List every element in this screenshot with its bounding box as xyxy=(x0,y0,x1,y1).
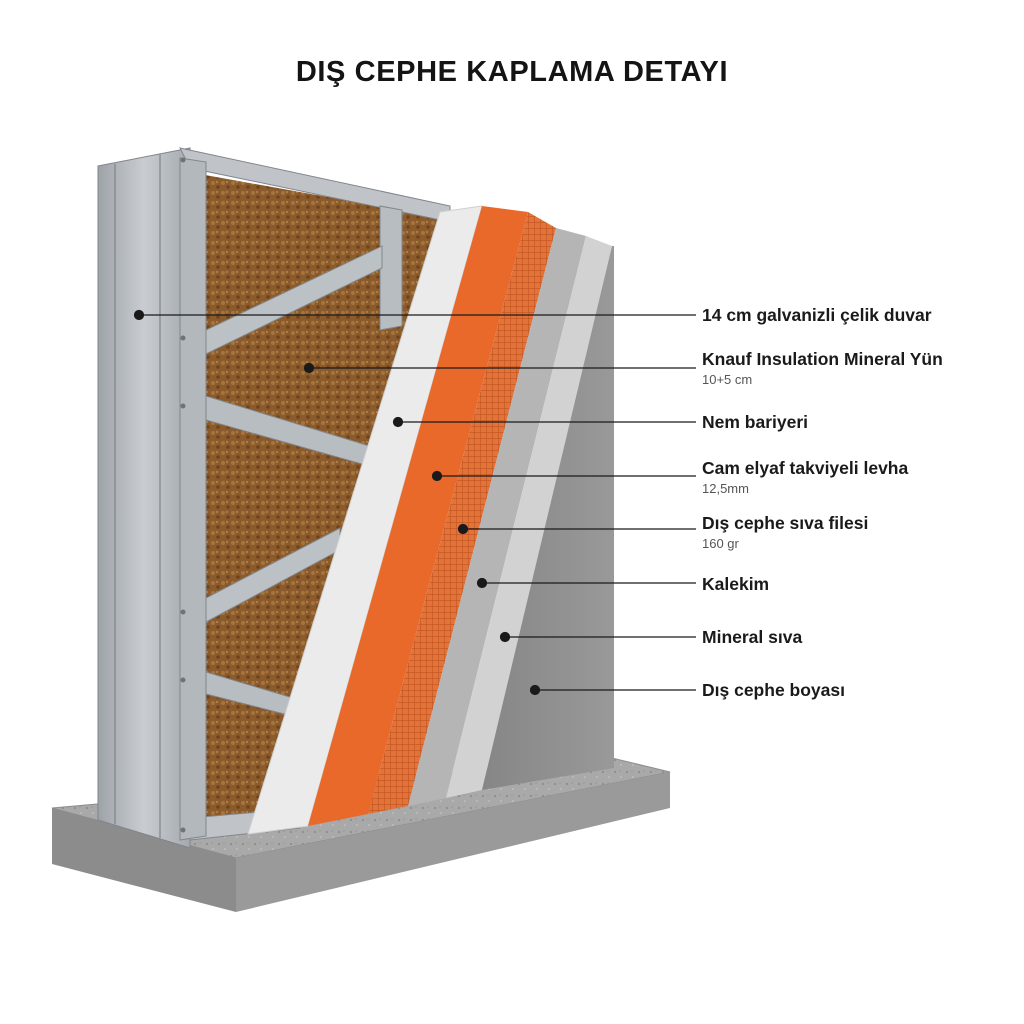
steel-right-stud xyxy=(379,205,403,331)
layer-label-paint: Dış cephe boyası xyxy=(702,680,845,700)
insulation-panel xyxy=(205,175,445,826)
base-slab-side xyxy=(52,808,236,912)
layer-board xyxy=(308,206,528,826)
steel-wall-edge xyxy=(97,147,191,849)
page-title: DIŞ CEPHE KAPLAMA DETAYI xyxy=(295,56,729,88)
layer-mineral-plaster xyxy=(446,236,612,798)
layer-label-insulation: Knauf Insulation Mineral Yün xyxy=(702,349,943,369)
layer-note-insulation: 10+5 cm xyxy=(702,372,753,387)
layer-note-mesh: 160 gr xyxy=(702,536,739,551)
layer-label-steel-wall: 14 cm galvanizli çelik duvar xyxy=(702,305,932,325)
layer-paint xyxy=(482,246,614,790)
steel-screws xyxy=(180,157,186,833)
layer-adhesive xyxy=(408,228,586,806)
steel-inner-stud xyxy=(179,157,207,841)
layer-label-adhesive: Kalekim xyxy=(702,574,770,594)
steel-brace-1 xyxy=(205,245,383,355)
layer-label-mineral-plaster: Mineral sıva xyxy=(702,627,803,647)
leader-lines xyxy=(133,309,696,696)
layer-label-moisture-barrier: Nem bariyeri xyxy=(702,412,809,432)
base-slab-front xyxy=(236,772,670,912)
layer-mesh xyxy=(368,212,556,814)
layer-label-mesh: Dış cephe sıva filesi xyxy=(702,513,869,533)
layer-label-board: Cam elyaf takviyeli levha xyxy=(702,458,909,478)
layer-note-board: 12,5mm xyxy=(702,481,749,496)
